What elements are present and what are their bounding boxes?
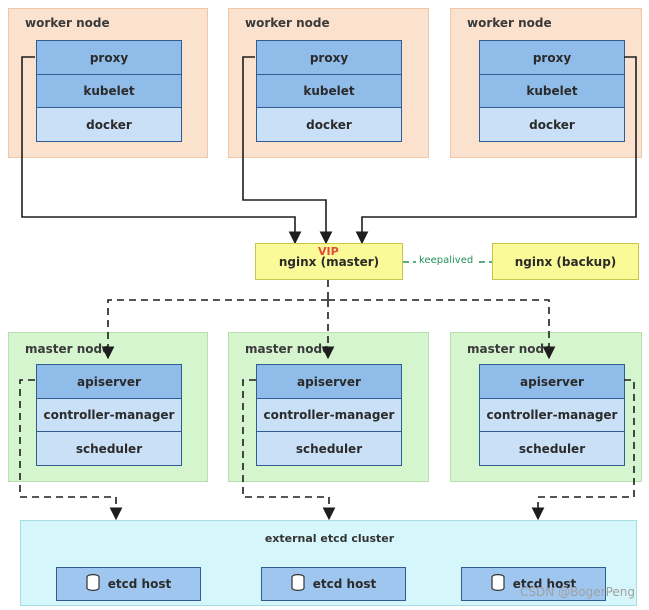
worker-node-3: worker node proxy kubelet docker (450, 8, 642, 158)
worker-node-title: worker node (245, 16, 330, 30)
etcd-host-1: etcd host (56, 567, 201, 601)
database-icon (291, 573, 305, 594)
nginx-master-box: nginx (master) (255, 243, 403, 280)
worker-node-title: worker node (25, 16, 110, 30)
apiserver-component: apiserver (256, 364, 402, 399)
worker-node-1: worker node proxy kubelet docker (8, 8, 208, 158)
worker-2-to-nginx-line (242, 56, 333, 245)
database-icon (86, 573, 100, 594)
etcd-host-label: etcd host (312, 577, 377, 591)
etcd-host-2: etcd host (261, 567, 406, 601)
kubelet-component: kubelet (256, 74, 402, 108)
docker-component: docker (36, 107, 182, 142)
apiserver-component: apiserver (36, 364, 182, 399)
worker-3-to-nginx-line (355, 56, 637, 245)
controller-manager-component: controller-manager (479, 398, 625, 432)
etcd-host-label: etcd host (107, 577, 172, 591)
nginx-master-label: nginx (master) (278, 254, 380, 269)
scheduler-component: scheduler (479, 431, 625, 466)
scheduler-component: scheduler (36, 431, 182, 466)
docker-component: docker (479, 107, 625, 142)
nginx-backup-box: nginx (backup) (492, 243, 639, 280)
worker-node-title: worker node (467, 16, 552, 30)
worker-1-to-nginx-line (21, 56, 302, 245)
watermark: CSDN @BogerPeng (520, 585, 635, 599)
nginx-backup-label: nginx (backup) (514, 254, 617, 269)
proxy-component: proxy (479, 40, 625, 75)
master-node-title: master node (245, 342, 331, 356)
worker-node-2: worker node proxy kubelet docker (228, 8, 429, 158)
proxy-component: proxy (256, 40, 402, 75)
master-node-title: master node (467, 342, 553, 356)
master-1-to-etcd-line (19, 379, 123, 521)
master-2-to-etcd-line (242, 379, 336, 521)
database-icon (491, 573, 505, 594)
master-node-2: master node apiserver controller-manager… (228, 332, 429, 482)
apiserver-component: apiserver (479, 364, 625, 399)
docker-component: docker (256, 107, 402, 142)
scheduler-component: scheduler (256, 431, 402, 466)
keepalived-label: keepalived (417, 255, 476, 266)
controller-manager-component: controller-manager (36, 398, 182, 432)
etcd-host-3: etcd host (461, 567, 606, 601)
master-3-to-etcd-line (531, 379, 635, 521)
etcd-cluster-title: external etcd cluster (264, 532, 395, 545)
etcd-host-label: etcd host (512, 577, 577, 591)
nginx-to-master-1-line (101, 299, 328, 360)
kubelet-component: kubelet (36, 74, 182, 108)
etcd-cluster: external etcd cluster etcd host etcd hos… (20, 520, 637, 606)
nginx-to-master-3-line (328, 299, 556, 360)
vip-label: VIP (318, 245, 339, 258)
master-node-title: master node (25, 342, 111, 356)
